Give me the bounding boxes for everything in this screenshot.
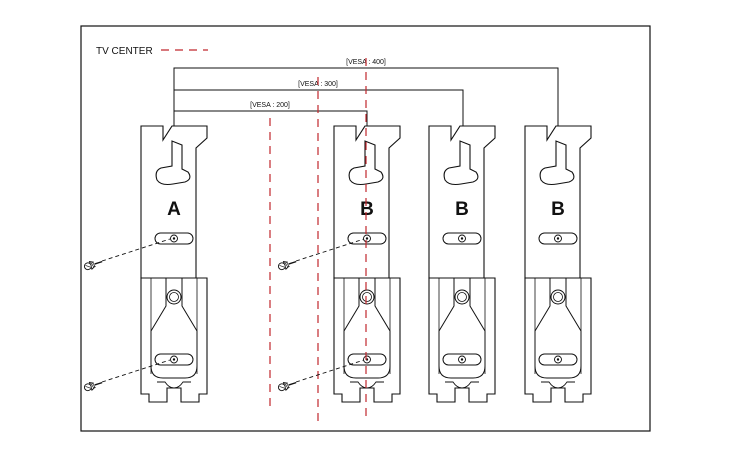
bracket-letter: A xyxy=(167,199,181,220)
bracket-letter: B xyxy=(360,199,374,220)
legend-label: TV CENTER xyxy=(96,46,153,57)
diagram-frame xyxy=(80,25,651,432)
bracket-letter: B xyxy=(455,199,469,220)
screw-b-upper xyxy=(276,238,365,272)
bracket-letter: B xyxy=(551,199,565,220)
dimension-label-vesa-200: [VESA : 200] xyxy=(250,102,290,109)
screw-a-upper xyxy=(82,238,171,272)
dimension-vesa-200: [VESA : 200] xyxy=(173,102,368,130)
tv-center-lines xyxy=(269,58,367,422)
screw-a-lower xyxy=(82,359,171,393)
screw-b-lower xyxy=(276,359,365,393)
bracket-b-2: B xyxy=(428,125,496,403)
bracket-b-1: B xyxy=(333,125,401,403)
bracket-a: A xyxy=(140,125,208,403)
bracket-b-3: B xyxy=(524,125,592,403)
